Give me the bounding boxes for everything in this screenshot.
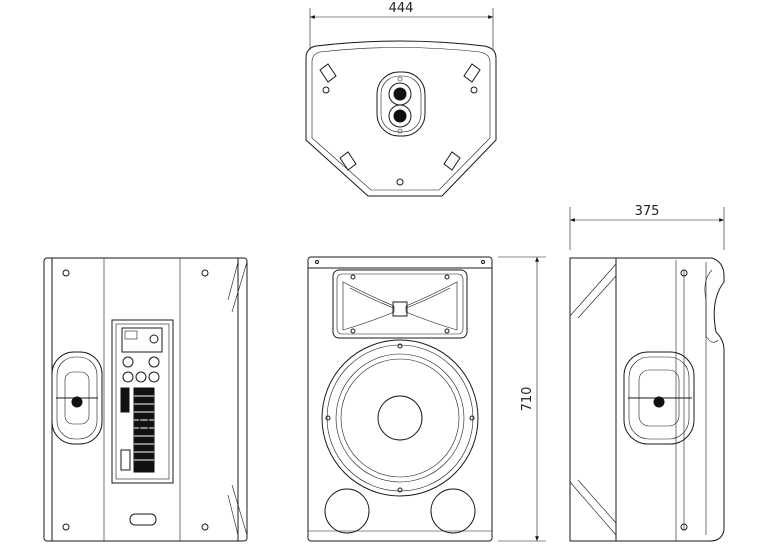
side-view — [569, 257, 725, 542]
depth-dimension: 375 — [569, 204, 725, 250]
height-label: 710 — [520, 387, 535, 412]
width-label: 444 — [389, 1, 414, 16]
width-dimension: 444 — [309, 1, 494, 50]
front-view — [307, 256, 493, 542]
top-view — [305, 40, 497, 197]
rear-view — [43, 257, 248, 542]
depth-label: 375 — [635, 204, 660, 219]
height-dimension: 710 — [498, 256, 546, 542]
